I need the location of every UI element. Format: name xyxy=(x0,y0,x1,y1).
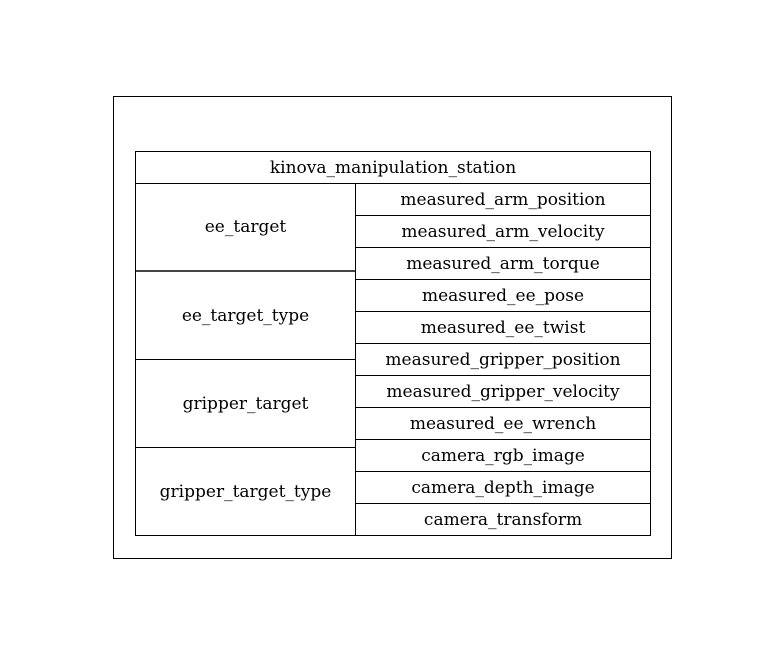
output-port-measured-arm-torque: measured_arm_torque xyxy=(356,248,650,280)
output-port-measured-gripper-position: measured_gripper_position xyxy=(356,344,650,376)
output-port-camera-transform: camera_transform xyxy=(423,509,583,530)
input-port-gripper-target-type: gripper_target_type xyxy=(159,481,332,502)
output-port-measured-ee-twist: measured_ee_twist xyxy=(356,312,650,344)
system-block: kinova_manipulation_station ee_target ee… xyxy=(135,151,651,536)
input-port-ee-target-type: ee_target_type xyxy=(136,272,355,360)
input-ports-column: ee_target ee_target_type gripper_target … xyxy=(136,184,356,535)
output-port-camera-rgb-image: camera_rgb_image xyxy=(356,440,650,472)
system-title: kinova_manipulation_station xyxy=(136,152,650,184)
output-port-measured-gripper-velocity: measured_gripper_velocity xyxy=(356,376,650,408)
output-port-measured-arm-position: measured_arm_position xyxy=(356,184,650,216)
diagram-frame xyxy=(113,96,672,559)
output-port-camera-depth-image: camera_depth_image xyxy=(356,472,650,504)
input-port-ee-target: ee_target xyxy=(136,184,355,272)
output-ports-column: measured_arm_position measured_arm_veloc… xyxy=(356,184,650,535)
output-port-measured-ee-wrench: measured_ee_wrench xyxy=(356,408,650,440)
output-port-measured-ee-pose: measured_ee_pose xyxy=(356,280,650,312)
input-port-gripper-target: gripper_target xyxy=(136,360,355,448)
output-port-measured-arm-velocity: measured_arm_velocity xyxy=(356,216,650,248)
